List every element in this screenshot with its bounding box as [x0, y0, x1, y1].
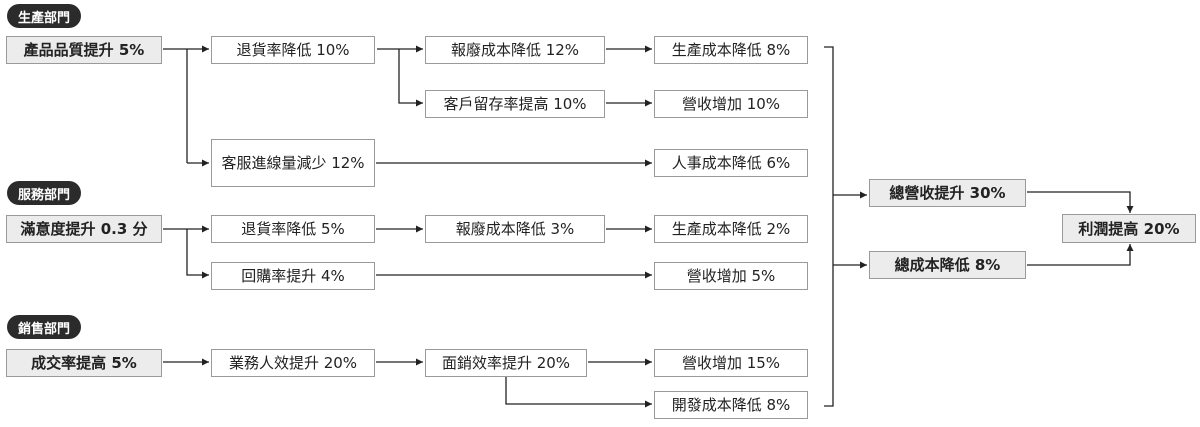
- node-support-calls-down-12: 客服進線量減少 12%: [211, 139, 375, 187]
- aggregation-bracket: [824, 46, 834, 407]
- department-label-service: 服務部門: [7, 181, 81, 205]
- node-scrap-cost-down-3: 報廢成本降低 3%: [425, 215, 605, 243]
- node-productivity-up-20: 業務人效提升 20%: [211, 349, 375, 377]
- node-production-cost-down-2: 生產成本降低 2%: [654, 215, 808, 243]
- department-label-production: 生產部門: [7, 4, 81, 28]
- branch-efficiency-vertical: [505, 376, 652, 408]
- node-revenue-up-5: 營收增加 5%: [654, 262, 808, 290]
- department-label-sales: 銷售部門: [7, 315, 81, 339]
- node-production-cost-down-8: 生產成本降低 8%: [654, 36, 808, 64]
- summary-total-revenue: 總營收提升 30%: [869, 179, 1026, 207]
- branch-returns-vertical: [398, 49, 423, 107]
- node-dev-cost-down-8: 開發成本降低 8%: [654, 391, 808, 419]
- node-revenue-up-15: 營收增加 15%: [654, 349, 808, 377]
- node-returns-down-5: 退貨率降低 5%: [211, 215, 375, 243]
- summary-total-cost: 總成本降低 8%: [869, 251, 1026, 279]
- node-returns-down-10: 退貨率降低 10%: [211, 36, 375, 64]
- node-efficiency-up-20: 面銷效率提升 20%: [425, 349, 587, 377]
- node-retention-up-10: 客戶留存率提高 10%: [425, 90, 605, 118]
- summary-profit: 利潤提高 20%: [1062, 214, 1196, 243]
- node-revenue-up-10: 營收增加 10%: [654, 90, 808, 118]
- source-node-satisfaction: 滿意度提升 0.3 分: [6, 215, 162, 243]
- node-repurchase-up-4: 回購率提升 4%: [211, 262, 375, 290]
- arrow-total-cost-to-profit: [1027, 244, 1134, 266]
- arrow-total-revenue-to-profit: [1027, 191, 1134, 213]
- source-node-quality: 產品品質提升 5%: [6, 36, 162, 64]
- node-scrap-cost-down-12: 報廢成本降低 12%: [425, 36, 605, 64]
- source-node-close-rate: 成交率提高 5%: [6, 349, 162, 377]
- node-hr-cost-down-6: 人事成本降低 6%: [654, 149, 808, 177]
- branch-satisfaction-vertical: [186, 229, 209, 279]
